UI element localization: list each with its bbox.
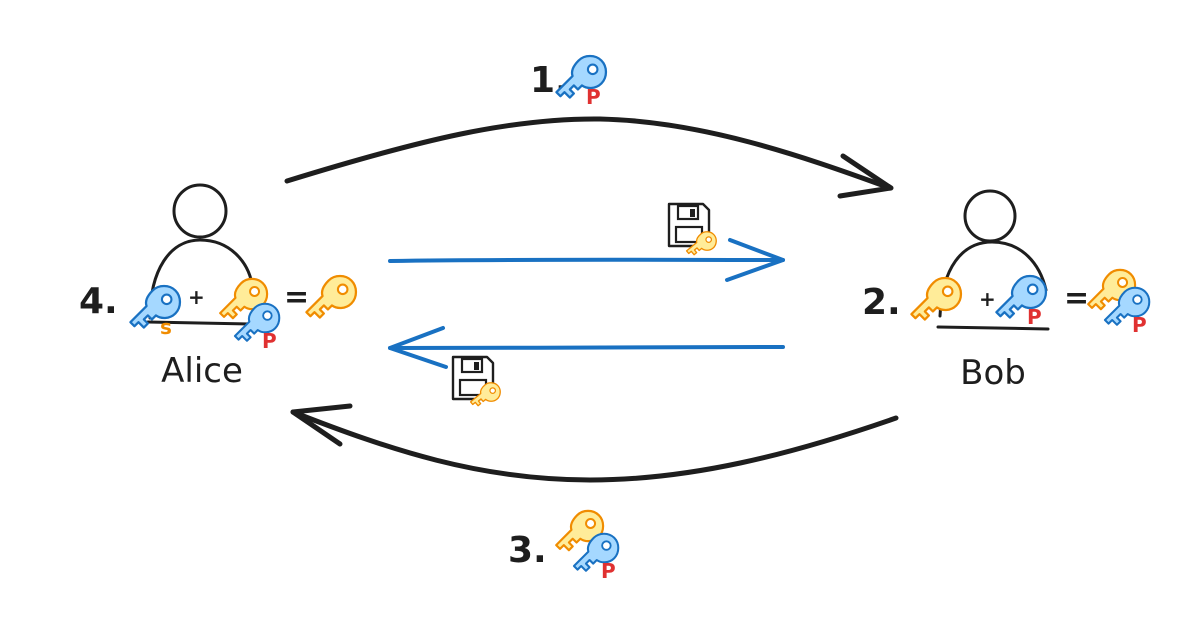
arrow-blue-bob-to-alice — [388, 326, 785, 369]
step-4-label: 4. — [79, 281, 118, 322]
blue-private-key-icon — [124, 278, 188, 342]
plus-sign: + — [979, 287, 996, 311]
step-3-group: 3. P — [508, 503, 626, 584]
step-1-group: 1. P — [530, 48, 614, 112]
public-key-letter: P — [1027, 305, 1042, 329]
step-4-group: 4. s + P = — [79, 268, 364, 354]
public-key-letter: P — [1132, 313, 1147, 337]
yellow-key-icon — [905, 270, 969, 334]
arrow-blue-alice-to-bob — [388, 238, 785, 282]
alice-person-icon — [146, 183, 254, 326]
public-key-letter: P — [601, 559, 616, 583]
public-key-letter: P — [262, 329, 277, 353]
alice-label: Alice — [161, 351, 243, 391]
equals-sign: = — [284, 280, 309, 315]
step-2-group: 2. + P = P — [862, 262, 1157, 338]
public-key-letter: P — [586, 85, 601, 109]
arrow-bottom-bob-to-alice — [290, 403, 899, 483]
encrypted-message-bottom — [451, 355, 505, 414]
private-key-letter: s — [160, 315, 172, 339]
arrow-top-alice-to-bob — [284, 116, 894, 199]
bob-label: Bob — [960, 353, 1026, 393]
plus-sign: + — [188, 285, 205, 309]
yellow-key-icon — [300, 268, 364, 332]
step-3-label: 3. — [508, 530, 547, 571]
encrypted-message-top — [667, 202, 721, 263]
bob-person-icon — [936, 189, 1050, 331]
step-2-label: 2. — [862, 282, 901, 323]
equals-sign: = — [1064, 281, 1089, 316]
